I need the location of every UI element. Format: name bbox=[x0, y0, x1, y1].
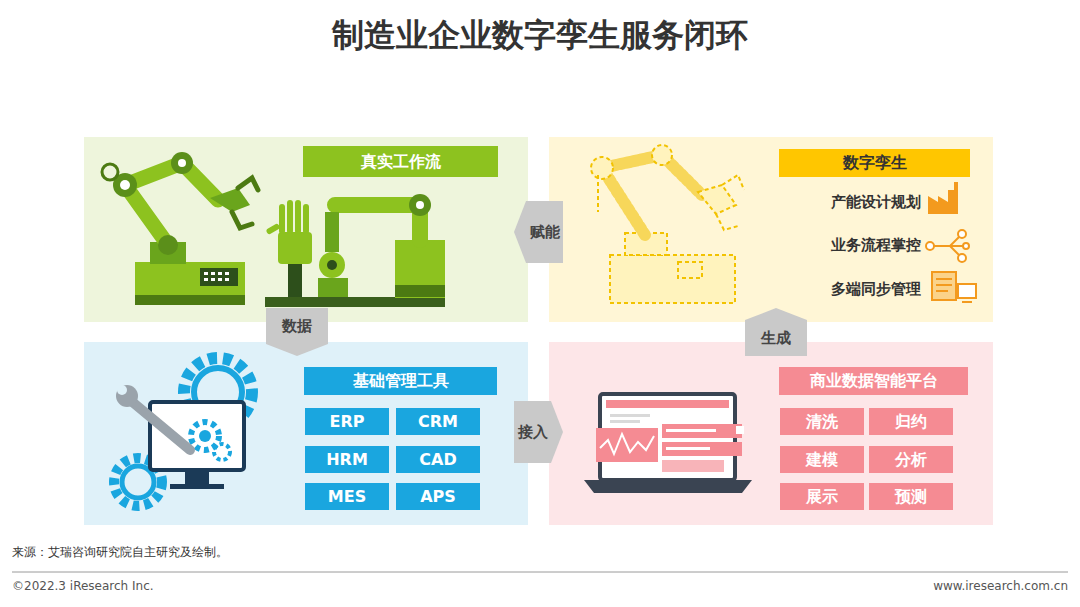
flow-arrow bbox=[514, 201, 563, 263]
arrow-label: 赋能 bbox=[528, 223, 562, 241]
box-label: CAD bbox=[396, 446, 480, 473]
website-note: www.iresearch.com.cn bbox=[933, 579, 1068, 593]
quadrant-panel: 基础管理工具 ERP CRM HRM CAD MES APS bbox=[84, 342, 528, 525]
tool-box: APS bbox=[396, 483, 480, 510]
tool-box: 预测 bbox=[869, 483, 953, 510]
tool-box: 建模 bbox=[780, 446, 864, 473]
box-label: MES bbox=[305, 483, 389, 510]
box-label: 建模 bbox=[780, 446, 864, 473]
copyright-note: ©2022.3 iResearch Inc. bbox=[12, 579, 154, 593]
diagram-title: 制造业企业数字孪生服务闭环 bbox=[0, 14, 1080, 58]
network-icon bbox=[926, 230, 969, 262]
flow-arrow bbox=[266, 308, 328, 356]
box-label: HRM bbox=[305, 446, 389, 473]
feature-item: 产能设计规划 bbox=[831, 193, 921, 212]
quadrant-panel: 商业数据智能平台清洗归约建模分析展示预测 bbox=[549, 342, 993, 525]
feature-item: 业务流程掌控 bbox=[831, 236, 921, 255]
box-label: ERP bbox=[305, 408, 389, 435]
tool-box: 展示 bbox=[780, 483, 864, 510]
source-note: 来源：艾瑞咨询研究院自主研究及绘制。 bbox=[12, 544, 228, 561]
twin-robot bbox=[591, 145, 744, 303]
arrow-label: 生成 bbox=[759, 329, 793, 347]
quadrant-panel: 数字孪生产能设计规划业务流程掌控多端同步管理 bbox=[549, 137, 993, 322]
flow-arrow bbox=[514, 401, 563, 463]
box-label: 分析 bbox=[869, 446, 953, 473]
tools-illustration bbox=[114, 358, 252, 506]
arrow-label: 接入 bbox=[516, 423, 550, 441]
panel-heading: 数字孪生 bbox=[779, 149, 970, 177]
devices-icon bbox=[932, 272, 976, 302]
tool-box: 分析 bbox=[869, 446, 953, 473]
factory-icon bbox=[928, 182, 958, 214]
arrow-label: 数据 bbox=[280, 317, 314, 335]
box-label: 归约 bbox=[869, 408, 953, 435]
panel-heading: 基础管理工具 bbox=[304, 367, 497, 395]
tool-box: 归约 bbox=[869, 408, 953, 435]
panel-heading: 真实工作流 bbox=[303, 146, 498, 177]
tool-box: CAD bbox=[396, 446, 480, 473]
panel-heading: 商业数据智能平台 bbox=[779, 367, 968, 395]
box-label: APS bbox=[396, 483, 480, 510]
robot-arms bbox=[102, 152, 445, 307]
tool-box: MES bbox=[305, 483, 389, 510]
feature-item: 多端同步管理 bbox=[831, 280, 921, 299]
box-label: 清洗 bbox=[780, 408, 864, 435]
footer-rule bbox=[12, 572, 1068, 573]
box-label: CRM bbox=[396, 408, 480, 435]
tool-box: CRM bbox=[396, 408, 480, 435]
tool-box: ERP bbox=[305, 408, 389, 435]
flow-arrow bbox=[745, 308, 807, 356]
tool-box: 清洗 bbox=[780, 408, 864, 435]
quadrant-panel: 真实工作流 bbox=[84, 137, 528, 322]
tool-box: HRM bbox=[305, 446, 389, 473]
box-label: 展示 bbox=[780, 483, 864, 510]
box-label: 预测 bbox=[869, 483, 953, 510]
laptop-illustration bbox=[584, 394, 752, 493]
